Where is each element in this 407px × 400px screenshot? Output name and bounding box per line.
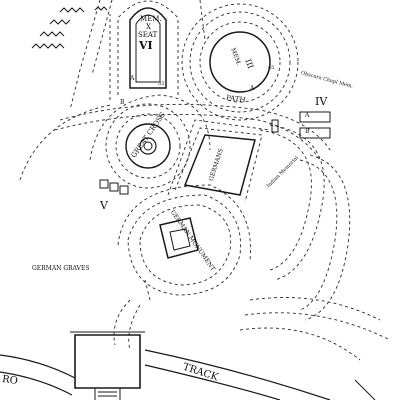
row-b-left: B: [120, 99, 125, 106]
small-rect-markers: [99, 111, 331, 195]
right-curving-rows: [239, 124, 391, 361]
path-curve-2: [54, 113, 321, 161]
plot-vi-mem-seat: [109, 0, 179, 100]
row-a-right: A: [250, 85, 255, 92]
german-monument: [117, 184, 251, 296]
plot-iv-label: IV: [315, 95, 328, 108]
road-label: RO: [1, 373, 19, 388]
outer-path-left-2: [91, 0, 113, 76]
lower-path-1: [113, 299, 131, 346]
germans-plot: [167, 119, 271, 203]
left-edge-path: [19, 104, 111, 181]
german-graves-label: GERMAN GRAVES: [32, 265, 90, 272]
mem-seat-label-1: MEM.: [140, 15, 162, 23]
plot-v-label: V: [100, 199, 108, 212]
outer-path-left: [69, 0, 101, 111]
tree-clusters: [31, 6, 108, 49]
mem-seat-label-3: SEAT: [138, 31, 158, 39]
row-a-iv: A: [305, 112, 310, 119]
mem-seat-label-2: X: [146, 23, 151, 31]
num-33: 33: [158, 81, 165, 87]
lower-path-2: [128, 304, 141, 351]
plot-vi-label: VI: [139, 39, 153, 52]
great-cross-circle: [89, 94, 211, 189]
mem-iii-circle: [181, 3, 299, 121]
top-path: [199, 0, 206, 41]
row-b-iv: B: [305, 128, 310, 135]
steps-lower: [144, 279, 151, 301]
chapel-building: [70, 331, 145, 400]
num-45: 45: [268, 65, 275, 71]
row-a-left: A: [130, 75, 135, 82]
path-curve: [59, 103, 331, 151]
road-track: [0, 349, 376, 400]
